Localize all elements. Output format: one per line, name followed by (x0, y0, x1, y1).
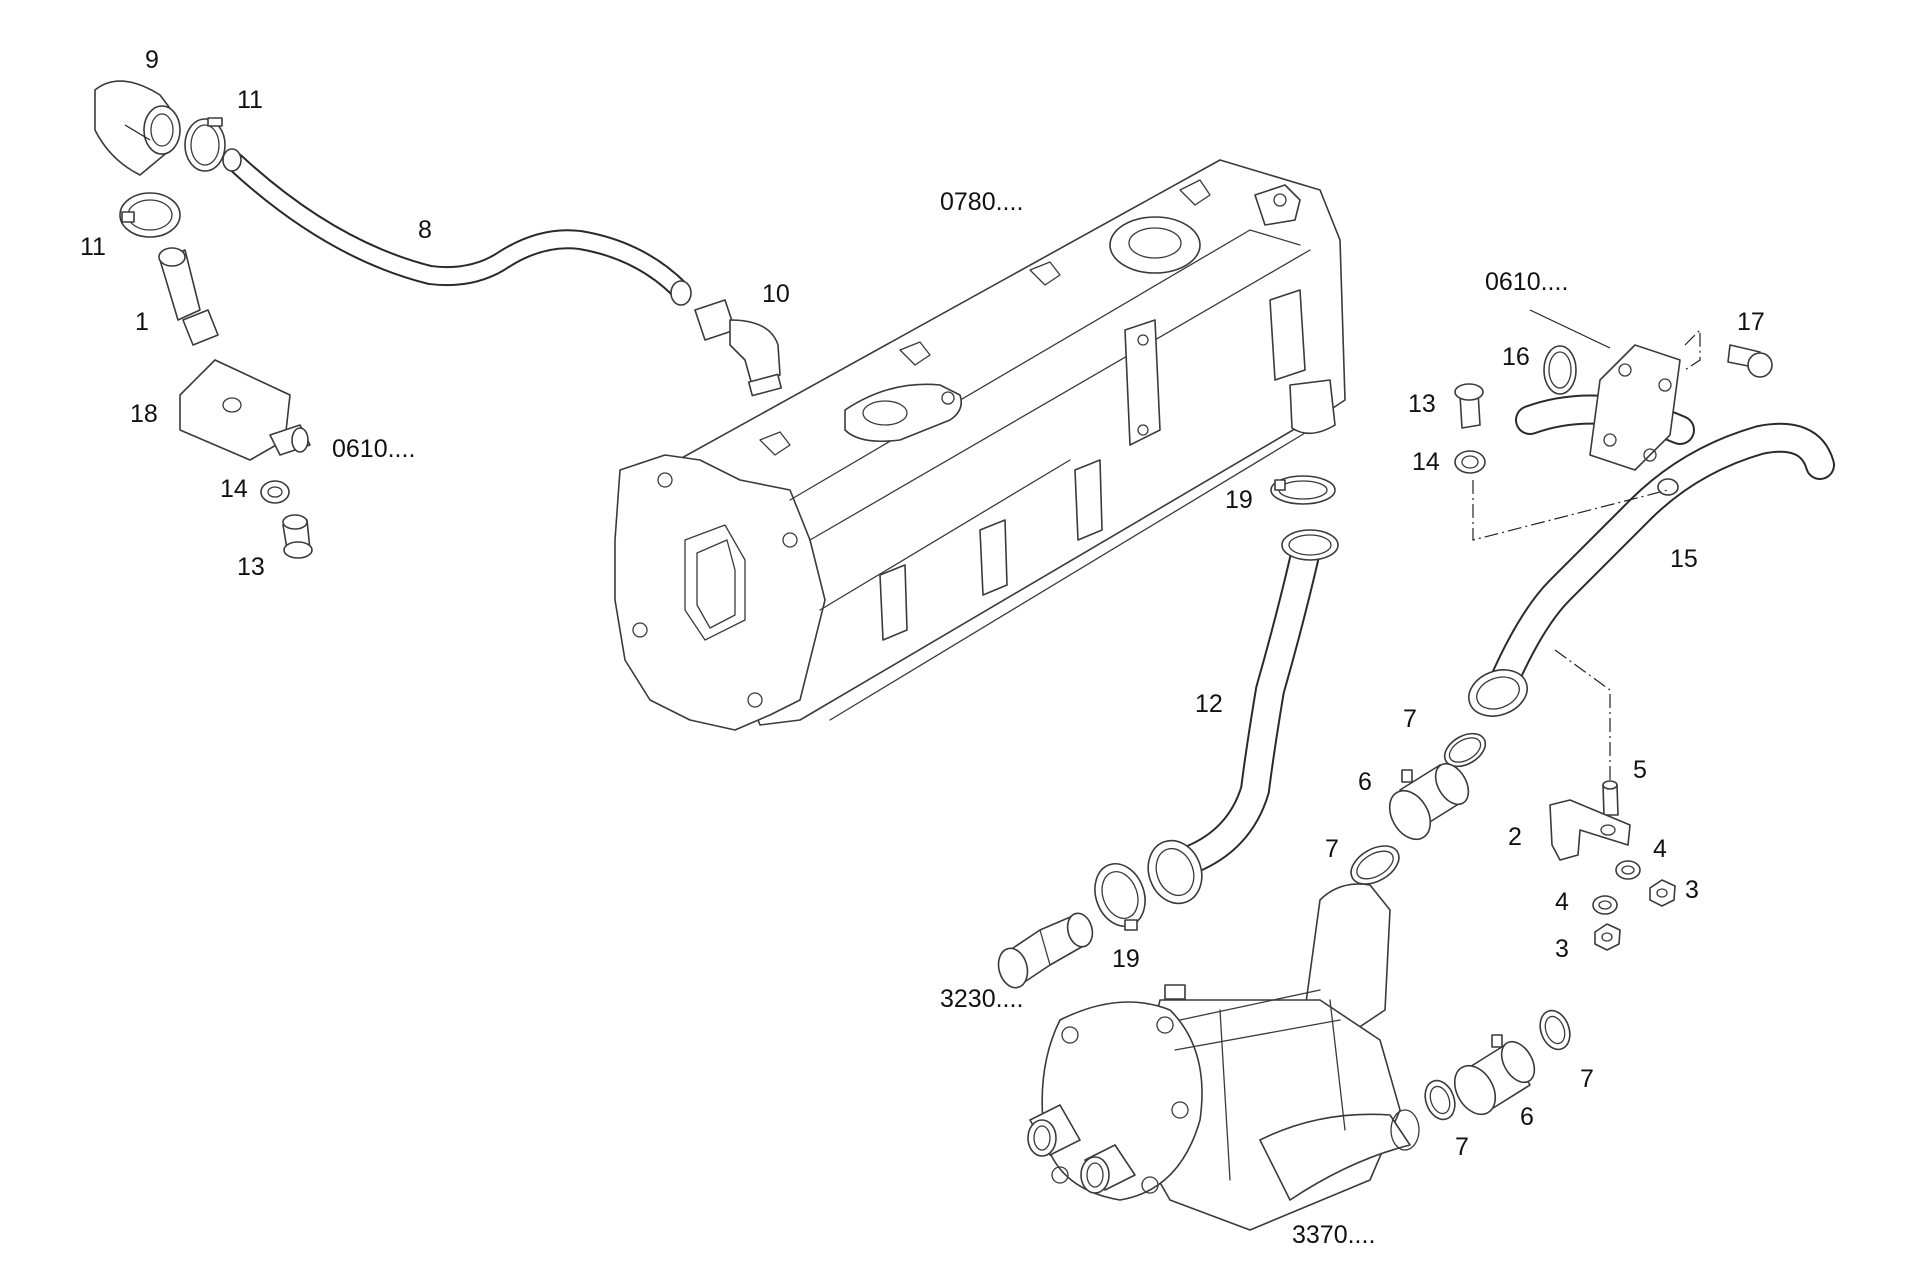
oring-7-mid (1350, 845, 1400, 885)
callout-0780: 0780.... (940, 188, 1023, 216)
callout-11-lower: 11 (80, 233, 106, 261)
callout-0610-right: 0610.... (1485, 268, 1568, 296)
pump-housing-3370 (1027, 883, 1420, 1231)
bolt-17 (1727, 344, 1773, 378)
bolt-13-right (1454, 383, 1484, 429)
callout-12: 12 (1195, 690, 1223, 718)
callout-4-lower: 4 (1555, 888, 1569, 916)
sleeve-6-upper (1388, 762, 1470, 841)
pipe-8 (222, 148, 692, 306)
washer-4-lower (1592, 895, 1618, 915)
hose-clamp-11-lower (119, 192, 181, 238)
callout-11-upper: 11 (237, 86, 263, 114)
hose-12 (1147, 529, 1339, 905)
nut-3-lower (1594, 923, 1621, 951)
callout-5: 5 (1633, 756, 1647, 784)
adapter-block-18 (179, 359, 311, 461)
callout-16: 16 (1502, 343, 1530, 371)
callout-3230: 3230.... (940, 985, 1023, 1013)
washer-14-left (260, 480, 290, 504)
plug-13-left (282, 514, 313, 559)
nut-3-upper (1649, 879, 1676, 907)
callout-3-lower: 3 (1555, 935, 1569, 963)
callout-4-upper: 4 (1653, 835, 1667, 863)
callout-18: 18 (130, 400, 158, 428)
hose-clamp-11-upper (184, 117, 226, 172)
small-nut-flange (1657, 478, 1679, 496)
flange-plate (1589, 344, 1681, 471)
callout-15: 15 (1670, 545, 1698, 573)
callout-8: 8 (418, 216, 432, 244)
fitting-3230 (997, 912, 1094, 989)
callout-6-upper: 6 (1358, 768, 1372, 796)
callout-7-mid: 7 (1325, 835, 1339, 863)
hose-clamp-19-lower (1094, 863, 1146, 931)
washer-4-upper (1615, 860, 1641, 880)
callout-13-right: 13 (1408, 390, 1436, 418)
callout-14-right: 14 (1412, 448, 1440, 476)
hose-clamp-19-upper (1270, 475, 1336, 505)
callout-19-upper: 19 (1225, 486, 1253, 514)
union-fitting-1 (158, 247, 219, 346)
callout-2: 2 (1508, 823, 1522, 851)
callouts: 9 11 11 1 8 10 18 0610.... 14 13 0780...… (80, 46, 1765, 1249)
pin-5 (1602, 780, 1619, 816)
hose-elbow-9 (94, 80, 181, 176)
callout-13-left: 13 (237, 553, 265, 581)
callout-6-lower: 6 (1520, 1103, 1534, 1131)
elbow-fitting-10 (694, 299, 783, 397)
sleeve-6-lower (1453, 1034, 1536, 1116)
callout-19-lower: 19 (1112, 945, 1140, 973)
callout-0610-left: 0610.... (332, 435, 415, 463)
bracket-2 (1549, 799, 1631, 861)
callout-14-left: 14 (220, 475, 248, 503)
callout-10: 10 (762, 280, 790, 308)
callout-7-upper: 7 (1403, 705, 1417, 733)
callout-9: 9 (145, 46, 159, 74)
callout-3370: 3370.... (1292, 1221, 1375, 1249)
callout-7-right: 7 (1580, 1065, 1594, 1093)
gasket-16 (1543, 345, 1577, 395)
callout-3-upper: 3 (1685, 876, 1699, 904)
oring-7-upper (1443, 732, 1487, 768)
oring-7-lower-left (1424, 1079, 1456, 1121)
callout-17: 17 (1737, 308, 1765, 336)
leader-lines (124, 124, 1701, 780)
callout-7-lower: 7 (1455, 1133, 1469, 1161)
oring-7-lower-right (1539, 1009, 1571, 1051)
callout-1: 1 (135, 308, 149, 336)
manifold-body-0780 (614, 159, 1346, 731)
washer-14-right (1454, 450, 1486, 474)
